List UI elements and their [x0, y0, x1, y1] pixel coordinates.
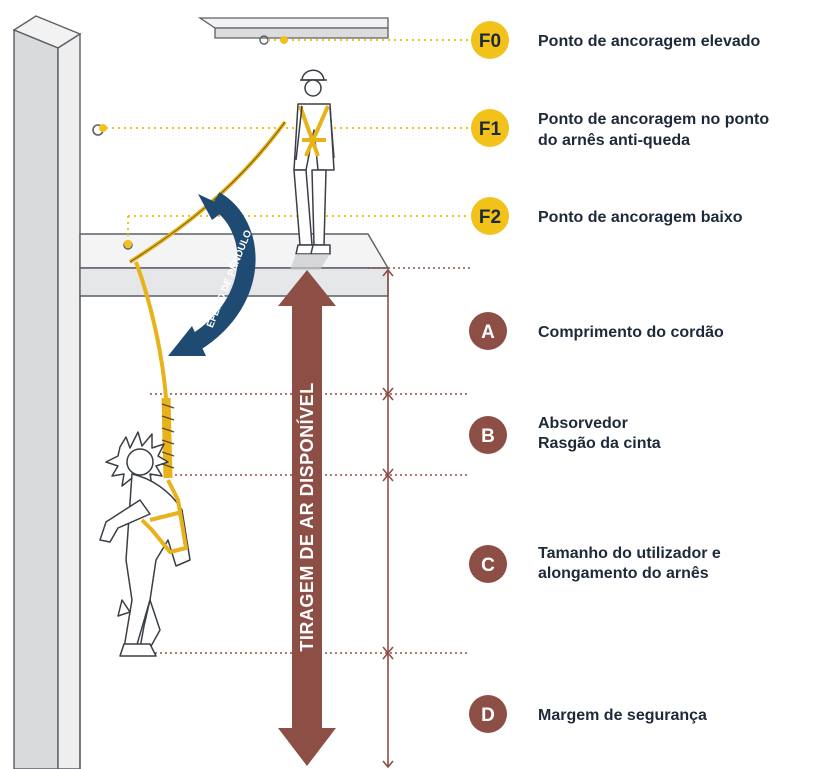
standing-worker-icon	[293, 69, 335, 255]
badge-label: B	[481, 426, 495, 447]
segment-badge-c: C	[469, 545, 507, 583]
segment-c-label-line2: alongamento do arnês	[538, 565, 709, 582]
anchor-badge-f0: F0	[471, 21, 509, 59]
segment-badge-a: A	[469, 312, 507, 350]
anchor-f1-label-line1: Ponto de ancoragem no ponto	[538, 111, 769, 128]
badge-label: F0	[479, 31, 501, 52]
badge-label: D	[481, 705, 495, 726]
badge-label: F1	[479, 119, 502, 140]
segment-b-label-line2: Rasgão da cinta	[538, 435, 661, 452]
badge-label: F2	[479, 207, 501, 228]
ceiling-beam	[197, 17, 389, 45]
anchor-f2-label: Ponto de ancoragem baixo	[538, 209, 743, 226]
badge-label: A	[481, 322, 495, 343]
available-clearance-arrow: TIRAGEM DE AR DISPONÍVEL	[278, 270, 336, 766]
segment-a-label: Comprimento do cordão	[538, 324, 724, 341]
anchor-f1-label-line2: do arnês anti-queda	[538, 132, 690, 149]
segment-c-label-line1: Tamanho do utilizador e	[538, 545, 721, 562]
segment-d-label: Margem de segurança	[538, 707, 707, 724]
lanyard	[128, 120, 287, 479]
available-clearance-label: TIRAGEM DE AR DISPONÍVEL	[296, 382, 317, 651]
anchor-f0-label: Ponto de ancoragem elevado	[538, 33, 761, 50]
legend-labels: Ponto de ancoragem elevado Ponto de anco…	[538, 33, 769, 724]
segment-b-label-line1: Absorvedor	[538, 415, 628, 432]
segment-badge-b: B	[469, 416, 507, 454]
badge-label: C	[481, 555, 495, 576]
anchor-badge-f2: F2	[471, 197, 509, 235]
dimension-line	[382, 268, 394, 769]
segment-badge-d: D	[469, 695, 507, 733]
anchor-badge-f1: F1	[471, 109, 509, 147]
anchor-leader-lines	[99, 36, 470, 248]
falling-worker-icon	[99, 431, 191, 657]
